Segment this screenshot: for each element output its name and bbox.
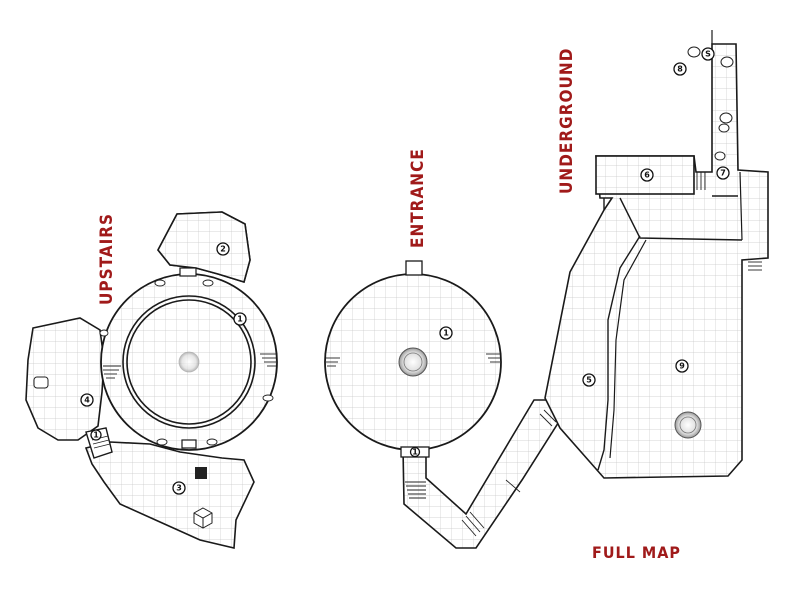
upstairs-room-label-2: 2 [216, 242, 230, 256]
svg-text:1: 1 [93, 431, 99, 440]
svg-text:3: 3 [176, 484, 182, 493]
upstairs-map: 1 1 2 3 4 UPSTAIRS [25, 211, 278, 549]
svg-text:9: 9 [679, 362, 685, 371]
entrance-map: 1 1 ENTRANCE [324, 148, 561, 549]
svg-text:2: 2 [220, 245, 226, 254]
entrance-room-label-1: 1 [439, 326, 453, 340]
svg-text:4: 4 [84, 396, 90, 405]
upstairs-room-label-4: 4 [80, 393, 94, 407]
entrance-north-door [405, 260, 423, 276]
underground-room-6 [595, 155, 695, 195]
upstairs-stairs-left [103, 365, 121, 379]
upstairs-door-north [179, 267, 197, 277]
underground-room-label-5: 5 [582, 373, 596, 387]
entrance-floor-well [398, 347, 428, 377]
svg-text:7: 7 [720, 169, 726, 178]
upstairs-dark-tile [195, 467, 207, 479]
underground-room-label-7: 7 [716, 166, 730, 180]
upstairs-chest-icon [33, 376, 49, 389]
svg-text:8: 8 [677, 65, 683, 74]
underground-title: UNDERGROUND [557, 48, 577, 194]
underground-room-label-9: 9 [675, 359, 689, 373]
svg-text:6: 6 [644, 171, 650, 180]
entrance-title: ENTRANCE [408, 148, 428, 248]
upstairs-stairway-4-3: 1 [85, 427, 113, 459]
upstairs-stairs-right [260, 353, 276, 367]
underground-cavern [544, 43, 769, 479]
upstairs-cube-icon [193, 507, 213, 529]
svg-text:S: S [705, 50, 711, 59]
underground-creatures [687, 46, 734, 161]
underground-room-label-s: S [701, 47, 715, 61]
entrance-stairs-south [405, 481, 426, 499]
upstairs-door-south [181, 439, 197, 449]
svg-text:1: 1 [237, 315, 243, 324]
underground-room-label-8: 8 [673, 62, 687, 76]
entrance-door-label: 1 [409, 446, 421, 458]
underground-floor-well [674, 411, 702, 439]
upstairs-room-3 [84, 441, 255, 549]
upstairs-floor-well [178, 351, 200, 373]
entrance-stairs-right [486, 353, 500, 363]
upstairs-room-label-3: 3 [172, 481, 186, 495]
upstairs-room-label-1: 1 [233, 312, 247, 326]
entrance-stairs-left [326, 357, 340, 367]
svg-text:1: 1 [412, 448, 418, 457]
full-map-title: FULL MAP [592, 543, 681, 562]
underground-room-label-6: 6 [640, 168, 654, 182]
svg-text:1: 1 [443, 329, 449, 338]
upstairs-statues [99, 279, 274, 446]
underground-stairs-6 [696, 172, 706, 190]
svg-text:5: 5 [586, 376, 592, 385]
entrance-stairs-diagonal [461, 409, 557, 537]
upstairs-title: UPSTAIRS [97, 213, 117, 305]
underground-map: 5 6 7 8 9 S UNDERGROUND [544, 30, 769, 479]
underground-stairs-east [748, 261, 762, 271]
